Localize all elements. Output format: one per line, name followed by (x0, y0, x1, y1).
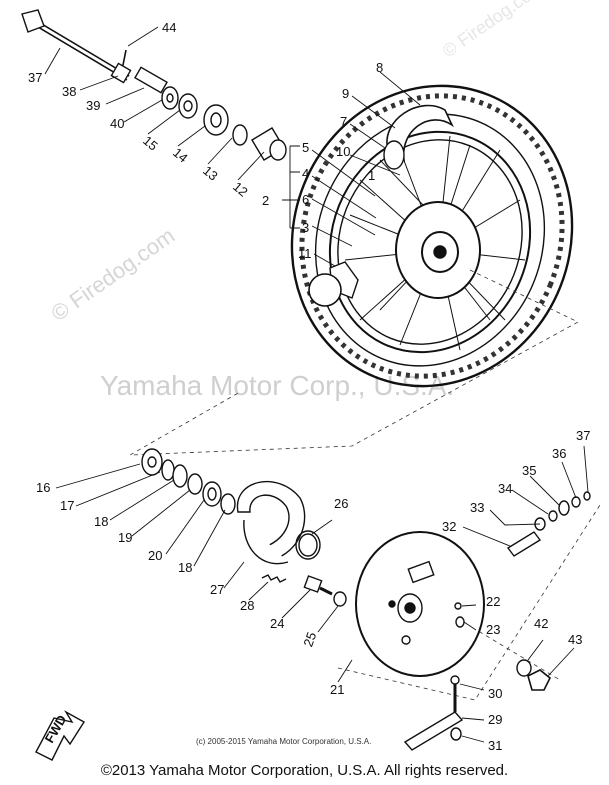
callout-18-b: 18 (178, 560, 192, 575)
callout-5: 5 (302, 140, 309, 155)
callout-6: 6 (302, 192, 309, 207)
tire-tread (299, 93, 565, 379)
callout-25: 25 (300, 630, 319, 649)
callout-19: 19 (118, 530, 132, 545)
callout-26: 26 (334, 496, 348, 511)
hub-bore (433, 245, 447, 259)
callout-3: 3 (302, 220, 309, 235)
watermark-layer: © Firedog.com Yamaha Motor Corp., U.S.A.… (47, 0, 548, 401)
tire-outline (290, 84, 574, 388)
tube-end (383, 140, 405, 170)
callout-24: 24 (270, 616, 284, 631)
callout-37: 37 (576, 428, 590, 443)
fwd-arrow: FWD (35, 710, 85, 761)
rim-inner (337, 139, 523, 345)
brake-arm-pivot (308, 273, 342, 307)
callout-30: 30 (488, 686, 502, 701)
callout-9: 9 (342, 86, 349, 101)
callout-17: 17 (60, 498, 74, 513)
callout-35: 35 (522, 463, 536, 478)
callout-14: 14 (170, 145, 191, 166)
callout-22: 22 (486, 594, 500, 609)
wheel-assembly (290, 84, 574, 388)
callout-32: 32 (442, 519, 456, 534)
callout-33: 33 (470, 500, 484, 515)
callout-15: 15 (140, 133, 161, 154)
axle-head (21, 9, 45, 33)
callout-34: 34 (498, 481, 512, 496)
callout-31: 31 (488, 738, 502, 753)
callout-28: 28 (240, 598, 254, 613)
callout-42: 42 (534, 616, 548, 631)
callout-16: 16 (36, 480, 50, 495)
callout-4: 4 (302, 166, 309, 181)
watermark-center: Yamaha Motor Corp., U.S.A. (100, 370, 454, 401)
callout-43: 43 (568, 632, 582, 647)
callout-12: 12 (230, 179, 251, 200)
tube (386, 104, 454, 162)
callout-39: 38 (62, 84, 76, 99)
callout-23: 23 (486, 622, 500, 637)
callout-11: 11 (298, 246, 312, 261)
axle-assembly (21, 9, 287, 161)
callout-7: 7 (340, 114, 347, 129)
brake-assembly (141, 448, 591, 751)
diagram-copyright: (c) 2005-2015 Yamaha Motor Corporation, … (196, 737, 372, 746)
callout-13: 13 (200, 163, 221, 184)
callout-21: 21 (330, 682, 344, 697)
tire-inner (314, 113, 546, 367)
callout-38: 37 (28, 70, 42, 85)
callout-2: 2 (262, 193, 269, 208)
footer-copyright: ©2013 Yamaha Motor Corporation, U.S.A. A… (100, 762, 509, 779)
rim (328, 130, 532, 354)
callout-1: 1 (368, 168, 375, 183)
callout-40: 39 (86, 98, 100, 113)
callout-41: 40 (110, 116, 124, 131)
watermark-corner: © Firedog.com (439, 0, 547, 61)
callout-10: 10 (336, 144, 350, 159)
leader-lines (44, 26, 589, 743)
callout-8: 8 (376, 60, 383, 75)
callout-29: 29 (488, 712, 502, 727)
callouts: 44 37 38 39 40 15 14 13 12 8 9 7 10 1 5 … (28, 20, 590, 753)
callout-36: 36 (552, 446, 566, 461)
callout-27: 27 (210, 582, 224, 597)
watermark-site: © Firedog.com (47, 223, 180, 326)
callout-20: 20 (148, 548, 162, 563)
callout-18-a: 18 (94, 514, 108, 529)
callout-44: 44 (162, 20, 176, 35)
